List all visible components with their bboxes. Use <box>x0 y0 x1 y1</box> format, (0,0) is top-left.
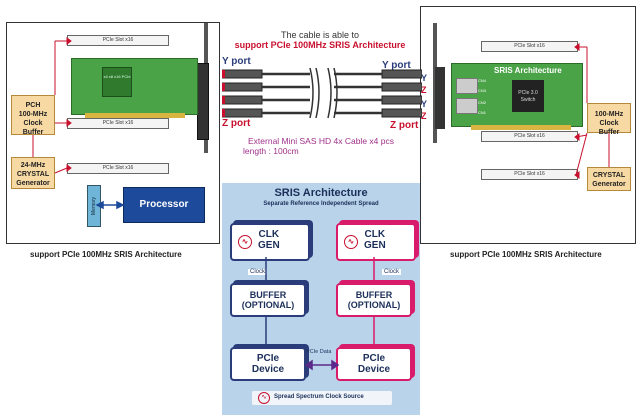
clk-gen-left: ∿ CLK GEN <box>230 223 310 261</box>
header-line-1: The cable is able to <box>280 30 360 40</box>
pch-line: PCH <box>25 102 41 109</box>
sris-subtitle: Separate Reference Independent Spread <box>263 201 379 207</box>
buffer-line: BUFFER <box>249 290 287 300</box>
left-caption: support PCIe 100MHz SRIS Architecture <box>30 250 182 259</box>
cn-label: CN3 <box>478 88 487 93</box>
cn-label: CN4 <box>478 78 487 83</box>
pcie-switch-chip: PCIe 3.0 Switch <box>512 80 544 112</box>
crystal-line: CRYSTAL <box>592 172 626 179</box>
processor-block: Processor <box>123 187 205 223</box>
pch-line: 100-MHz Clock <box>18 111 48 127</box>
sris-card-pcb: SRIS Architecture PCIe 3.0 Switch CN4 CN… <box>451 63 583 127</box>
pch-clock-buffer: PCH 100-MHz Clock Buffer <box>11 95 55 136</box>
sas-connector <box>456 98 478 114</box>
device-line: PCIe <box>362 353 386 364</box>
buffer-line: (OPTIONAL) <box>241 300 295 310</box>
clk-gen-line: CLK <box>364 229 386 240</box>
card-bracket-ports <box>435 67 445 129</box>
right-panel-wires <box>574 43 610 179</box>
clk-gen-right: ∿ CLK GEN <box>336 223 416 261</box>
header-line-2: support PCIe 100MHz SRIS Architecture <box>234 40 406 50</box>
cable-description-2: length : 100cm <box>243 146 299 156</box>
crystal-generator: 24-MHz CRYSTAL Generator <box>11 157 55 189</box>
buffer-line: BUFFER <box>355 290 393 300</box>
pch-line: Buffer <box>22 129 44 136</box>
buffer-left: BUFFER (OPTIONAL) <box>230 283 306 317</box>
z-port-left: Z port <box>222 118 251 129</box>
y-port-left: Y port <box>222 56 251 67</box>
clk-gen-line: GEN <box>258 240 280 251</box>
wave-icon: ∿ <box>238 235 252 249</box>
wave-icon: ∿ <box>344 235 358 249</box>
z-port-right: Z port <box>390 120 419 131</box>
pcie-card-connector <box>471 125 571 130</box>
cable-description-1: External Mini SAS HD 4x Cable x4 pcs <box>248 136 394 146</box>
buffer-right: BUFFER (OPTIONAL) <box>336 283 412 317</box>
right-panel: PCIe Slot x16 PCIe Slot x16 PCIe Slot x1… <box>420 6 636 244</box>
port-marker-y: Y <box>421 73 428 83</box>
device-line: PCIe <box>256 353 280 364</box>
legend-bar: ∿ Spread Spectrum Clock Source <box>252 391 392 405</box>
clock-label-right: Clock <box>382 269 402 275</box>
right-caption: support PCIe 100MHz SRIS Architecture <box>450 250 602 259</box>
sas-cables <box>222 67 422 119</box>
device-line: Device <box>251 364 285 375</box>
clock-line: Buffer <box>598 129 620 136</box>
pcie-device-left: PCIe Device <box>230 347 306 381</box>
clock-line: 100-MHz Clock <box>594 111 624 127</box>
clock-buffer: 100-MHz Clock Buffer <box>587 103 631 136</box>
crystal-line: Generator <box>592 181 626 188</box>
crystal-generator: CRYSTAL Generator <box>587 167 631 191</box>
cn-label: CN2 <box>478 100 487 105</box>
clk-gen-text: CLK GEN <box>258 229 280 251</box>
pcie-data-label: PCIe Data <box>306 349 332 355</box>
port-marker-y: Y <box>421 99 428 109</box>
sris-diagram: SRIS Architecture Separate Reference Ind… <box>222 183 420 415</box>
card-chip: x4 x8 x16 PCIe <box>102 67 132 97</box>
port-marker-z: Z <box>421 85 427 95</box>
y-port-right: Y port <box>382 60 411 71</box>
device-line: Device <box>357 364 391 375</box>
clk-gen-line: GEN <box>364 240 386 251</box>
legend-text: Spread Spectrum Clock Source <box>274 394 364 400</box>
crystal-line: Generator <box>16 180 50 187</box>
sas-connector <box>456 78 478 94</box>
pcie-card-pcb: x4 x8 x16 PCIe <box>71 58 198 115</box>
left-panel-wires <box>32 37 125 210</box>
wave-icon: ∿ <box>258 392 270 404</box>
clk-gen-line: CLK <box>258 229 280 240</box>
crystal-line: CRYSTAL <box>16 171 50 178</box>
sris-title: SRIS Architecture <box>274 187 368 199</box>
cn-label: CN1 <box>478 110 487 115</box>
crystal-line: 24-MHz <box>20 162 46 169</box>
buffer-line: (OPTIONAL) <box>347 300 401 310</box>
sris-connectors <box>265 257 375 371</box>
left-panel: PCIe Slot x16 PCIe Slot x16 PCIe Slot x1… <box>6 22 220 244</box>
port-marker-z: Z <box>421 111 427 121</box>
sris-card-title: SRIS Architecture <box>494 66 562 75</box>
clock-label-left: Clock <box>248 269 268 275</box>
pcie-card-connector <box>85 113 185 118</box>
clk-gen-text: CLK GEN <box>364 229 386 251</box>
